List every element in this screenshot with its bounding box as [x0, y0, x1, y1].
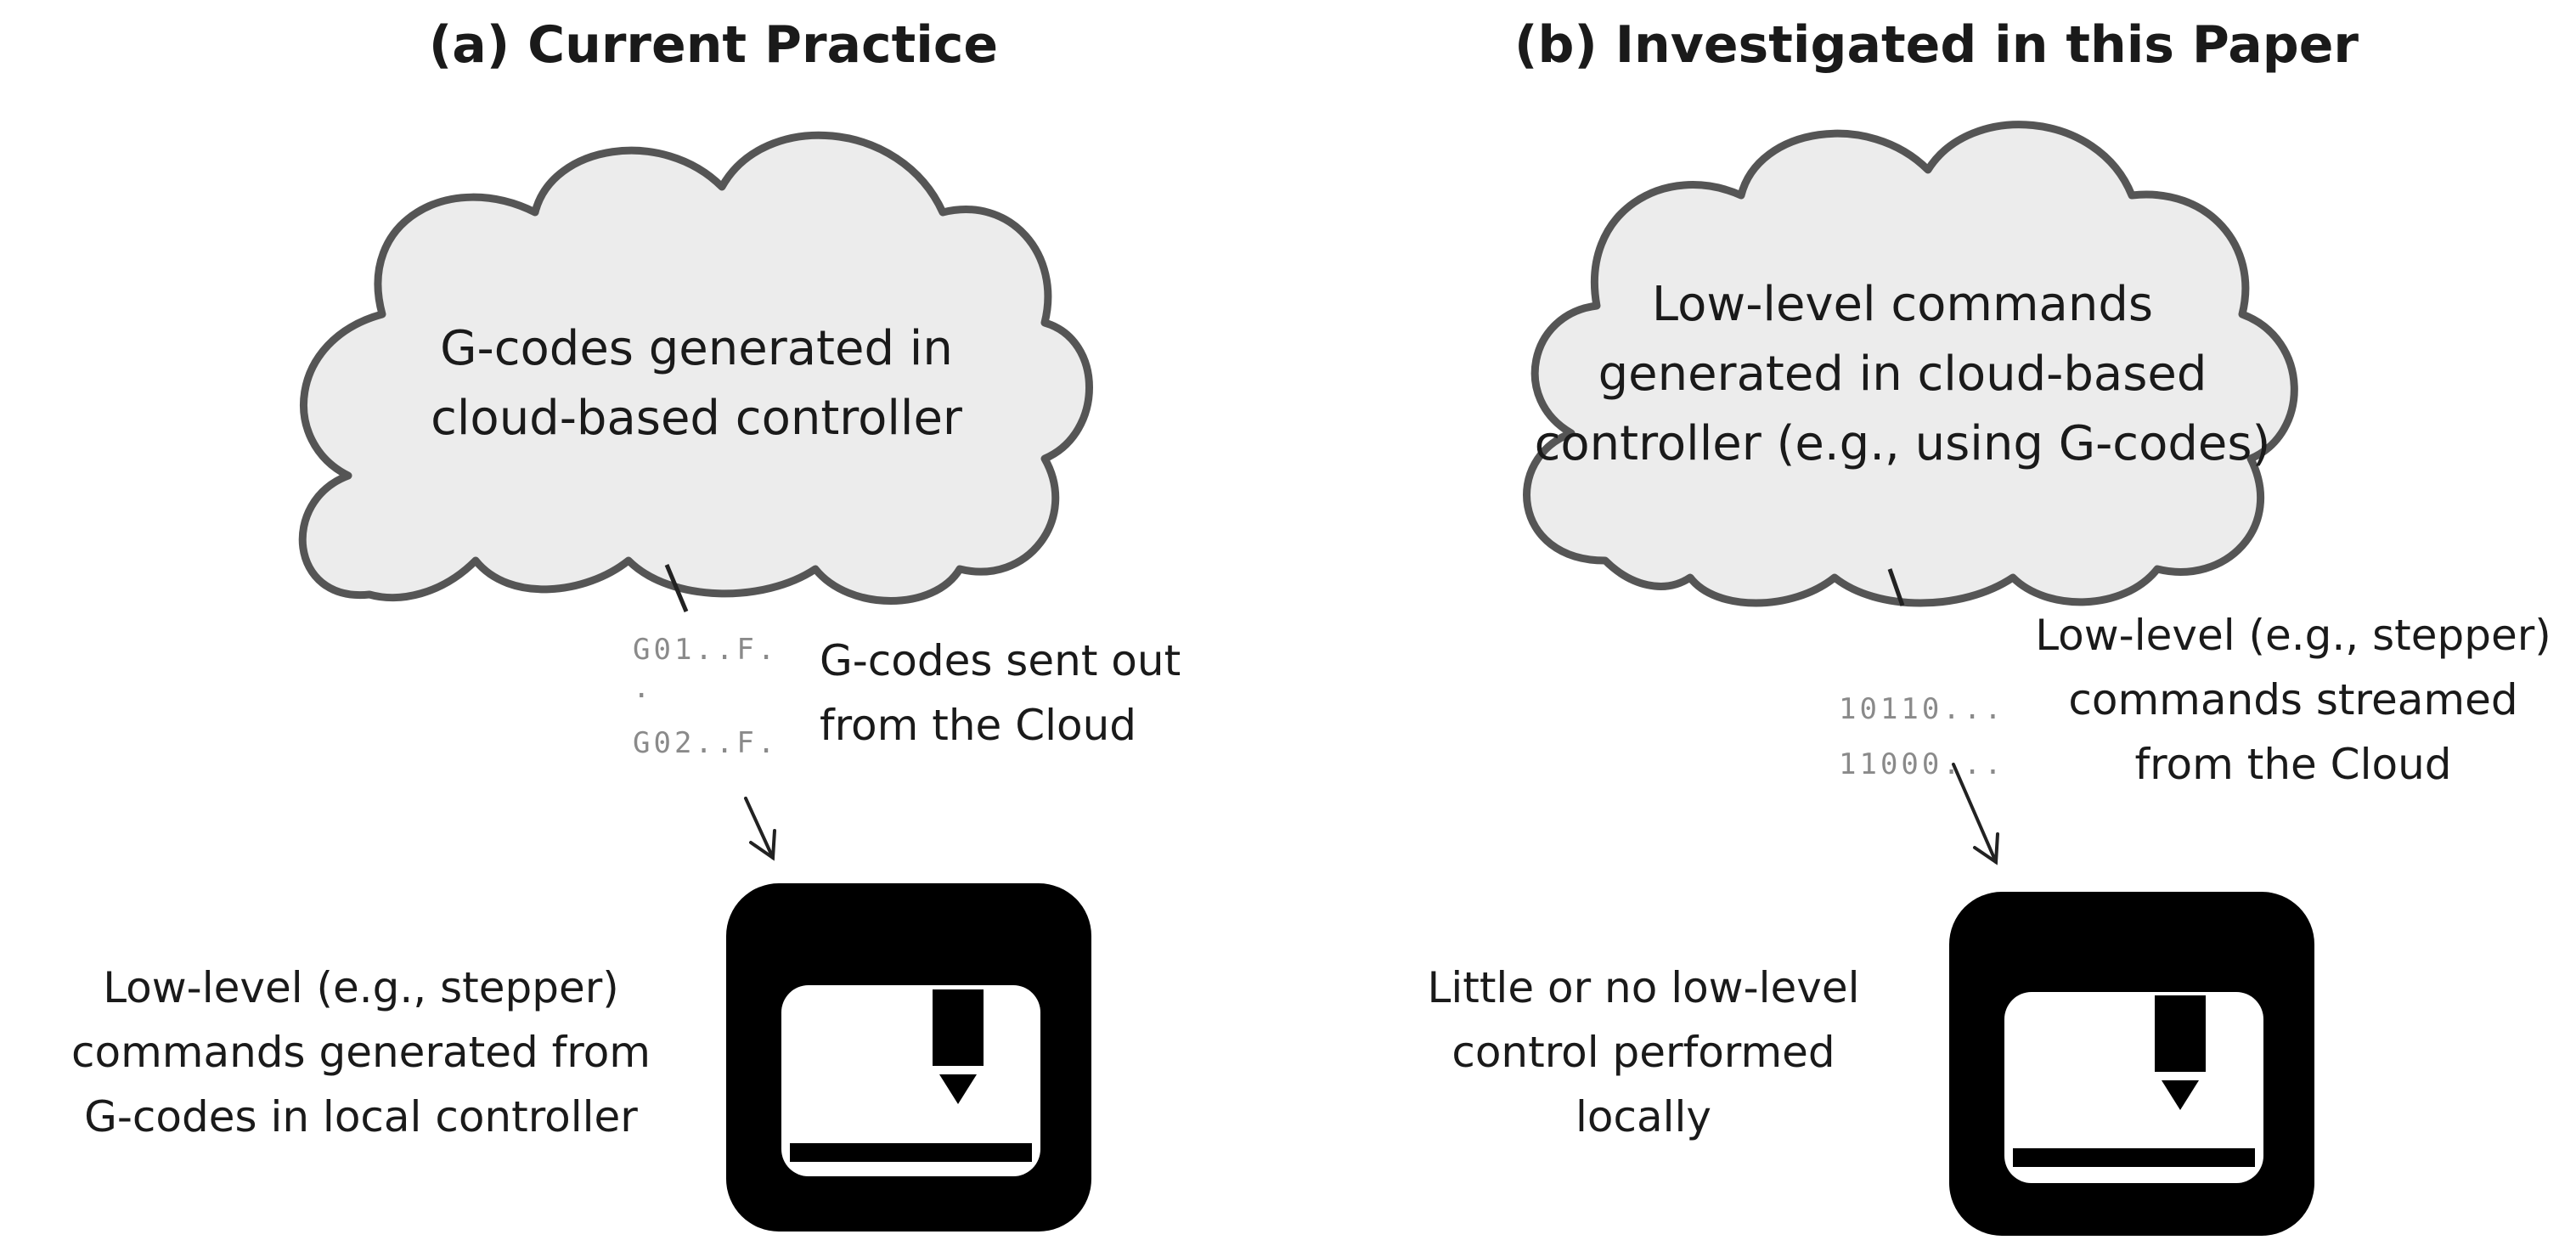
cloud-b-text-line: Low-level commands — [1651, 277, 2154, 332]
cloud-a — [298, 131, 1093, 605]
gcode-line: G02..F. — [633, 726, 779, 760]
transmit-label-b: Low-level (e.g., stepper) commands strea… — [2030, 603, 2556, 797]
cloud-b-tail — [1887, 568, 1905, 606]
local-label-b-line: locally — [1575, 1092, 1711, 1141]
transmit-label-b-line: from the Cloud — [2134, 740, 2452, 789]
gcode-line: G01..F. — [633, 633, 779, 667]
panel-b-title: (b) Investigated in this Paper — [1514, 15, 2359, 75]
cloud-b — [1523, 121, 2298, 607]
binary-command-line: 11000... — [1839, 747, 2005, 781]
cloud-b-text: Low-level commands generated in cloud-ba… — [1529, 270, 2276, 479]
cloud-b-text-line: generated in cloud-based — [1598, 347, 2207, 402]
transmit-label-a-line: from the Cloud — [820, 701, 1137, 750]
local-label-a-line: Low-level (e.g., stepper) — [103, 963, 619, 1012]
transmit-label-a: G-codes sent out from the Cloud — [820, 628, 1210, 758]
local-label-b-line: Little or no low-level — [1427, 963, 1860, 1012]
arrow-a — [744, 797, 776, 861]
arrow-b — [1952, 763, 1999, 865]
panel-a-title: (a) Current Practice — [428, 15, 999, 75]
cloud-b-text-line: controller (e.g., using G-codes) — [1534, 416, 2271, 471]
cloud-a-text-line: G-codes generated in — [440, 321, 953, 376]
cloud-a-tail — [664, 564, 689, 612]
transmit-label-b-line: commands streamed — [2068, 675, 2518, 724]
local-label-b: Little or no low-level control performed… — [1359, 955, 1928, 1149]
cloud-a-text: G-codes generated in cloud-based control… — [374, 314, 1019, 454]
transmit-label-a-line: G-codes sent out — [820, 636, 1181, 685]
local-label-a-line: G-codes in local controller — [84, 1092, 638, 1141]
local-label-a: Low-level (e.g., stepper) commands gener… — [8, 955, 713, 1149]
local-label-a-line: commands generated from — [70, 1028, 651, 1077]
transmit-label-b-line: Low-level (e.g., stepper) — [2035, 611, 2551, 660]
local-label-b-line: control performed — [1451, 1028, 1835, 1077]
gcode-line: . — [633, 671, 654, 705]
cloud-a-text-line: cloud-based controller — [431, 391, 962, 446]
3d-printer-icon — [726, 883, 1091, 1232]
3d-printer-icon — [1949, 892, 2314, 1236]
binary-command-line: 10110... — [1839, 692, 2005, 726]
